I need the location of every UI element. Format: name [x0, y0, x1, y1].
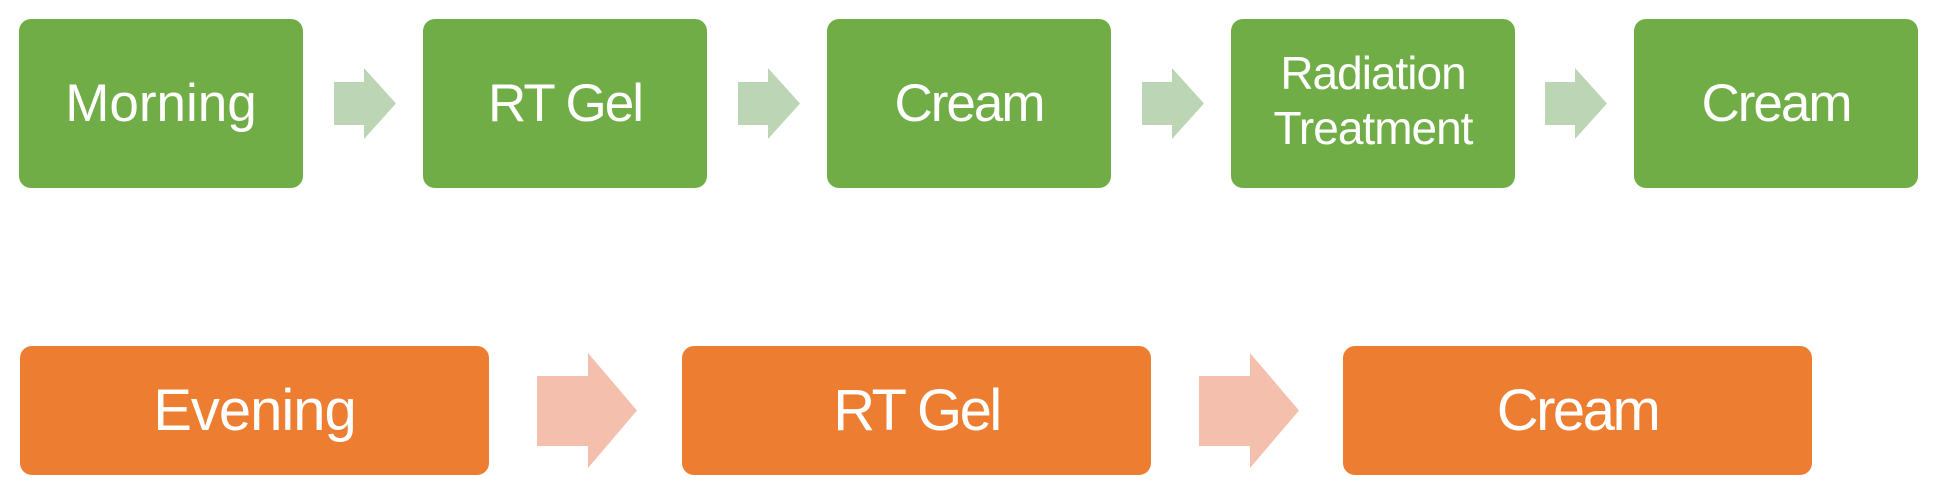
step-label: RT Gel — [833, 377, 1002, 443]
step-cream: Cream — [1343, 346, 1812, 475]
evening-routine-row: Evening RT Gel Cream — [0, 346, 1937, 475]
right-arrow-icon — [738, 68, 800, 139]
step-morning: Morning — [19, 19, 303, 188]
right-arrow-icon — [537, 353, 637, 468]
step-label: Evening — [153, 377, 357, 443]
step-label: Cream — [894, 74, 1045, 133]
step-label: Cream — [1496, 377, 1661, 443]
right-arrow-icon — [1545, 68, 1607, 139]
right-arrow-icon — [334, 68, 396, 139]
step-label: Cream — [1701, 74, 1852, 133]
step-cream: Cream — [1634, 19, 1918, 188]
step-evening: Evening — [20, 346, 489, 475]
step-rt-gel: RT Gel — [423, 19, 707, 188]
right-arrow-icon — [1199, 353, 1299, 468]
step-label: Radiation Treatment — [1273, 46, 1474, 154]
step-label: Morning — [65, 74, 257, 133]
right-arrow-icon — [1142, 68, 1204, 139]
step-label: RT Gel — [488, 74, 644, 133]
step-cream: Cream — [827, 19, 1111, 188]
morning-routine-row: Morning RT Gel Cream Radiation Treatment… — [0, 19, 1937, 188]
step-radiation-treatment: Radiation Treatment — [1231, 19, 1515, 188]
step-rt-gel: RT Gel — [682, 346, 1151, 475]
